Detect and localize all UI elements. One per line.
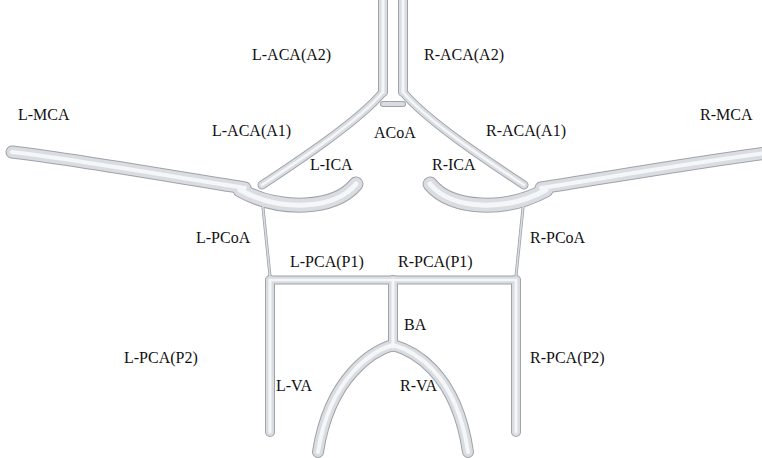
vessel-label: R-VA [400,377,437,395]
vessel-label: ACoA [374,124,416,142]
vessel [392,280,395,347]
vessel [265,280,275,432]
vessel [541,150,762,188]
vessel [393,345,468,452]
vessel-label: R-MCA [700,106,752,124]
vessel [430,184,546,205]
vessel [318,345,393,452]
vessel [383,101,403,107]
vessel-body [12,0,762,452]
vessel [12,152,245,188]
vessel [388,280,398,347]
vessel [318,345,393,452]
vessel [240,184,356,205]
vessel-label: L-MCA [18,106,70,124]
vessel-label: R-PCoA [530,229,585,247]
vessel [512,280,520,432]
vessel-label: L-ICA [310,156,353,174]
vessel [262,198,270,276]
vessel [12,152,245,188]
vessel-label: R-PCA(P2) [530,349,605,367]
vessel [262,198,270,276]
vessel [541,150,762,188]
vessel [511,280,521,432]
vessel-outline [12,0,762,452]
vessel [318,345,393,452]
vessel [266,280,274,432]
vessel-label: L-VA [276,377,312,395]
vessel [240,184,356,205]
vessel-label: L-PCA(P1) [290,253,364,271]
vessel-highlight [12,0,762,452]
vessel [12,152,245,188]
vessel-label: R-ACA(A1) [486,122,566,140]
vessel-label: R-ACA(A2) [424,46,504,64]
vessel-label: L-ACA(A1) [212,122,291,140]
vessel [389,280,397,347]
vessel-label: R-ICA [432,156,476,174]
vessel-label: L-ACA(A2) [252,46,331,64]
vessel-label: R-PCA(P1) [398,253,473,271]
vessel [515,280,518,432]
vessel [402,0,405,92]
vessel [398,0,408,92]
vessel [382,0,385,92]
vessel-label: BA [404,316,426,334]
vessel-label: L-PCA(P2) [124,349,198,367]
vessel [516,198,524,276]
vessel [378,0,388,92]
vessel [393,345,468,452]
vessel [383,102,403,106]
vessel [399,0,407,92]
vessel [269,280,272,432]
vessel [430,184,546,205]
vessel-label: L-PCoA [196,229,250,247]
vessel [240,184,356,205]
vessel [430,184,546,205]
vessel [393,345,468,452]
vessel [541,150,762,188]
vessel [379,0,387,92]
vessel [516,198,524,276]
